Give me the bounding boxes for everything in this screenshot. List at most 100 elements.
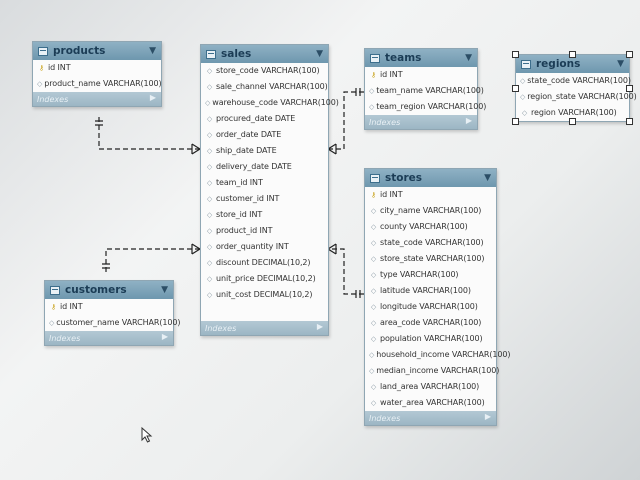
collapse-arrow-icon[interactable]: ▼ [316, 49, 323, 59]
table-header[interactable]: sales ▼ [201, 45, 328, 63]
column-label: id INT [380, 190, 403, 199]
table-column[interactable]: ◇store_code VARCHAR(100) [201, 63, 328, 79]
collapse-arrow-icon[interactable]: ▼ [617, 59, 624, 69]
table-column[interactable]: ◇product_name VARCHAR(100) [33, 76, 162, 92]
collapse-arrow-icon[interactable]: ▼ [149, 46, 156, 56]
indexes-footer[interactable]: Indexes ▶ [201, 321, 328, 335]
table-title: teams [385, 52, 422, 64]
expand-arrow-icon[interactable]: ▶ [316, 322, 323, 331]
table-column[interactable]: ◇household_income VARCHAR(100) [365, 347, 510, 363]
table-column[interactable]: ◇county VARCHAR(100) [365, 219, 496, 235]
table-column[interactable]: ◇city_name VARCHAR(100) [365, 203, 496, 219]
column-diamond-icon: ◇ [206, 275, 213, 283]
table-column[interactable]: ◇team_id INT [201, 175, 328, 191]
resize-handle-mid-left[interactable] [512, 85, 519, 92]
primary-key-column[interactable]: ⚷id INT [45, 299, 173, 315]
column-diamond-icon: ◇ [206, 115, 213, 123]
indexes-footer[interactable]: Indexes ▶ [365, 115, 477, 129]
indexes-footer[interactable]: Indexes ▶ [33, 92, 161, 106]
table-header[interactable]: teams ▼ [365, 49, 477, 67]
table-column[interactable]: ◇team_region VARCHAR(100) [365, 99, 486, 115]
table-header[interactable]: regions ▼ [516, 55, 629, 73]
table-column[interactable]: ◇type VARCHAR(100) [365, 267, 496, 283]
expand-arrow-icon[interactable]: ▶ [465, 116, 472, 125]
table-column[interactable]: ◇discount DECIMAL(10,2) [201, 255, 328, 271]
primary-key-column[interactable]: ⚷id INT [365, 67, 477, 83]
column-label: id INT [48, 63, 71, 72]
column-label: warehouse_code VARCHAR(100) [212, 98, 339, 107]
key-icon: ⚷ [50, 303, 57, 311]
table-column[interactable]: ◇order_quantity INT [201, 239, 328, 255]
table-column[interactable]: ◇procured_date DATE [201, 111, 328, 127]
table-stores[interactable]: stores ▼ ⚷id INT◇city_name VARCHAR(100)◇… [364, 168, 510, 426]
table-column[interactable]: ◇region VARCHAR(100) [516, 105, 629, 121]
indexes-footer[interactable]: Indexes ▶ [365, 411, 496, 425]
column-diamond-icon: ◇ [206, 163, 213, 171]
table-header[interactable]: products ▼ [33, 42, 161, 60]
table-column[interactable]: ◇delivery_date DATE [201, 159, 328, 175]
table-column[interactable]: ◇store_id INT [201, 207, 328, 223]
table-header[interactable]: customers ▼ [45, 281, 173, 299]
expand-arrow-icon[interactable]: ▶ [149, 93, 156, 102]
table-customers[interactable]: customers ▼ ⚷id INT◇customer_name VARCHA… [44, 280, 180, 346]
table-sales[interactable]: sales ▼ ◇store_code VARCHAR(100)◇sale_ch… [200, 44, 339, 336]
table-regions[interactable]: regions ▼ ◇state_code VARCHAR(100)◇regio… [512, 51, 637, 125]
column-diamond-icon: ◇ [206, 83, 213, 91]
table-column[interactable]: ◇longitude VARCHAR(100) [365, 299, 496, 315]
column-label: sale_channel VARCHAR(100) [216, 82, 328, 91]
table-column[interactable]: ◇area_code VARCHAR(100) [365, 315, 496, 331]
column-diamond-icon: ◇ [49, 319, 55, 327]
table-column[interactable]: ◇team_name VARCHAR(100) [365, 83, 484, 99]
column-diamond-icon: ◇ [370, 255, 377, 263]
resize-handle-top-mid[interactable] [569, 51, 576, 58]
primary-key-column[interactable]: ⚷id INT [365, 187, 496, 203]
column-label: team_name VARCHAR(100) [376, 86, 484, 95]
table-header[interactable]: stores ▼ [365, 169, 496, 187]
table-column[interactable]: ◇land_area VARCHAR(100) [365, 379, 496, 395]
resize-handle-top-left[interactable] [512, 51, 519, 58]
column-label: type VARCHAR(100) [380, 270, 459, 279]
resize-handle-top-right[interactable] [626, 51, 633, 58]
table-teams[interactable]: teams ▼ ⚷id INT◇team_name VARCHAR(100)◇t… [364, 48, 486, 130]
column-diamond-icon: ◇ [206, 195, 213, 203]
key-icon: ⚷ [370, 191, 377, 199]
table-column[interactable]: ◇water_area VARCHAR(100) [365, 395, 496, 411]
column-list: ⚷id INT◇customer_name VARCHAR(100) [45, 299, 180, 331]
collapse-arrow-icon[interactable]: ▼ [484, 173, 491, 183]
table-column[interactable]: ◇region_state VARCHAR(100) [516, 89, 637, 105]
table-column[interactable]: ◇latitude VARCHAR(100) [365, 283, 496, 299]
table-column[interactable]: ◇unit_cost DECIMAL(10,2) [201, 287, 328, 303]
indexes-footer[interactable]: Indexes ▶ [45, 331, 173, 345]
column-label: county VARCHAR(100) [380, 222, 468, 231]
table-column[interactable]: ◇ship_date DATE [201, 143, 328, 159]
column-label: state_code VARCHAR(100) [380, 238, 484, 247]
resize-handle-mid-right[interactable] [626, 85, 633, 92]
expand-arrow-icon[interactable]: ▶ [484, 412, 491, 421]
table-column[interactable]: ◇median_income VARCHAR(100) [365, 363, 499, 379]
column-diamond-icon: ◇ [206, 259, 213, 267]
resize-handle-bottom-left[interactable] [512, 118, 519, 125]
expand-arrow-icon[interactable]: ▶ [161, 332, 168, 341]
table-column[interactable]: ◇store_state VARCHAR(100) [365, 251, 496, 267]
column-label: population VARCHAR(100) [380, 334, 483, 343]
resize-handle-bottom-right[interactable] [626, 118, 633, 125]
table-column[interactable]: ◇product_id INT [201, 223, 328, 239]
table-column[interactable]: ◇warehouse_code VARCHAR(100) [201, 95, 339, 111]
collapse-arrow-icon[interactable]: ▼ [465, 53, 472, 63]
table-column[interactable]: ◇state_code VARCHAR(100) [365, 235, 496, 251]
table-column[interactable]: ◇unit_price DECIMAL(10,2) [201, 271, 328, 287]
column-label: customer_name VARCHAR(100) [56, 318, 181, 327]
table-column[interactable]: ◇population VARCHAR(100) [365, 331, 496, 347]
column-label: region_state VARCHAR(100) [527, 92, 637, 101]
resize-handle-bottom-mid[interactable] [569, 118, 576, 125]
table-column[interactable]: ◇state_code VARCHAR(100) [516, 73, 631, 89]
table-products[interactable]: products ▼ ⚷id INT◇product_name VARCHAR(… [32, 41, 162, 107]
table-column[interactable]: ◇customer_id INT [201, 191, 328, 207]
table-column[interactable]: ◇sale_channel VARCHAR(100) [201, 79, 328, 95]
collapse-arrow-icon[interactable]: ▼ [161, 285, 168, 295]
table-column[interactable]: ◇order_date DATE [201, 127, 328, 143]
primary-key-column[interactable]: ⚷id INT [33, 60, 161, 76]
table-column[interactable]: ◇customer_name VARCHAR(100) [45, 315, 180, 331]
column-label: latitude VARCHAR(100) [380, 286, 471, 295]
